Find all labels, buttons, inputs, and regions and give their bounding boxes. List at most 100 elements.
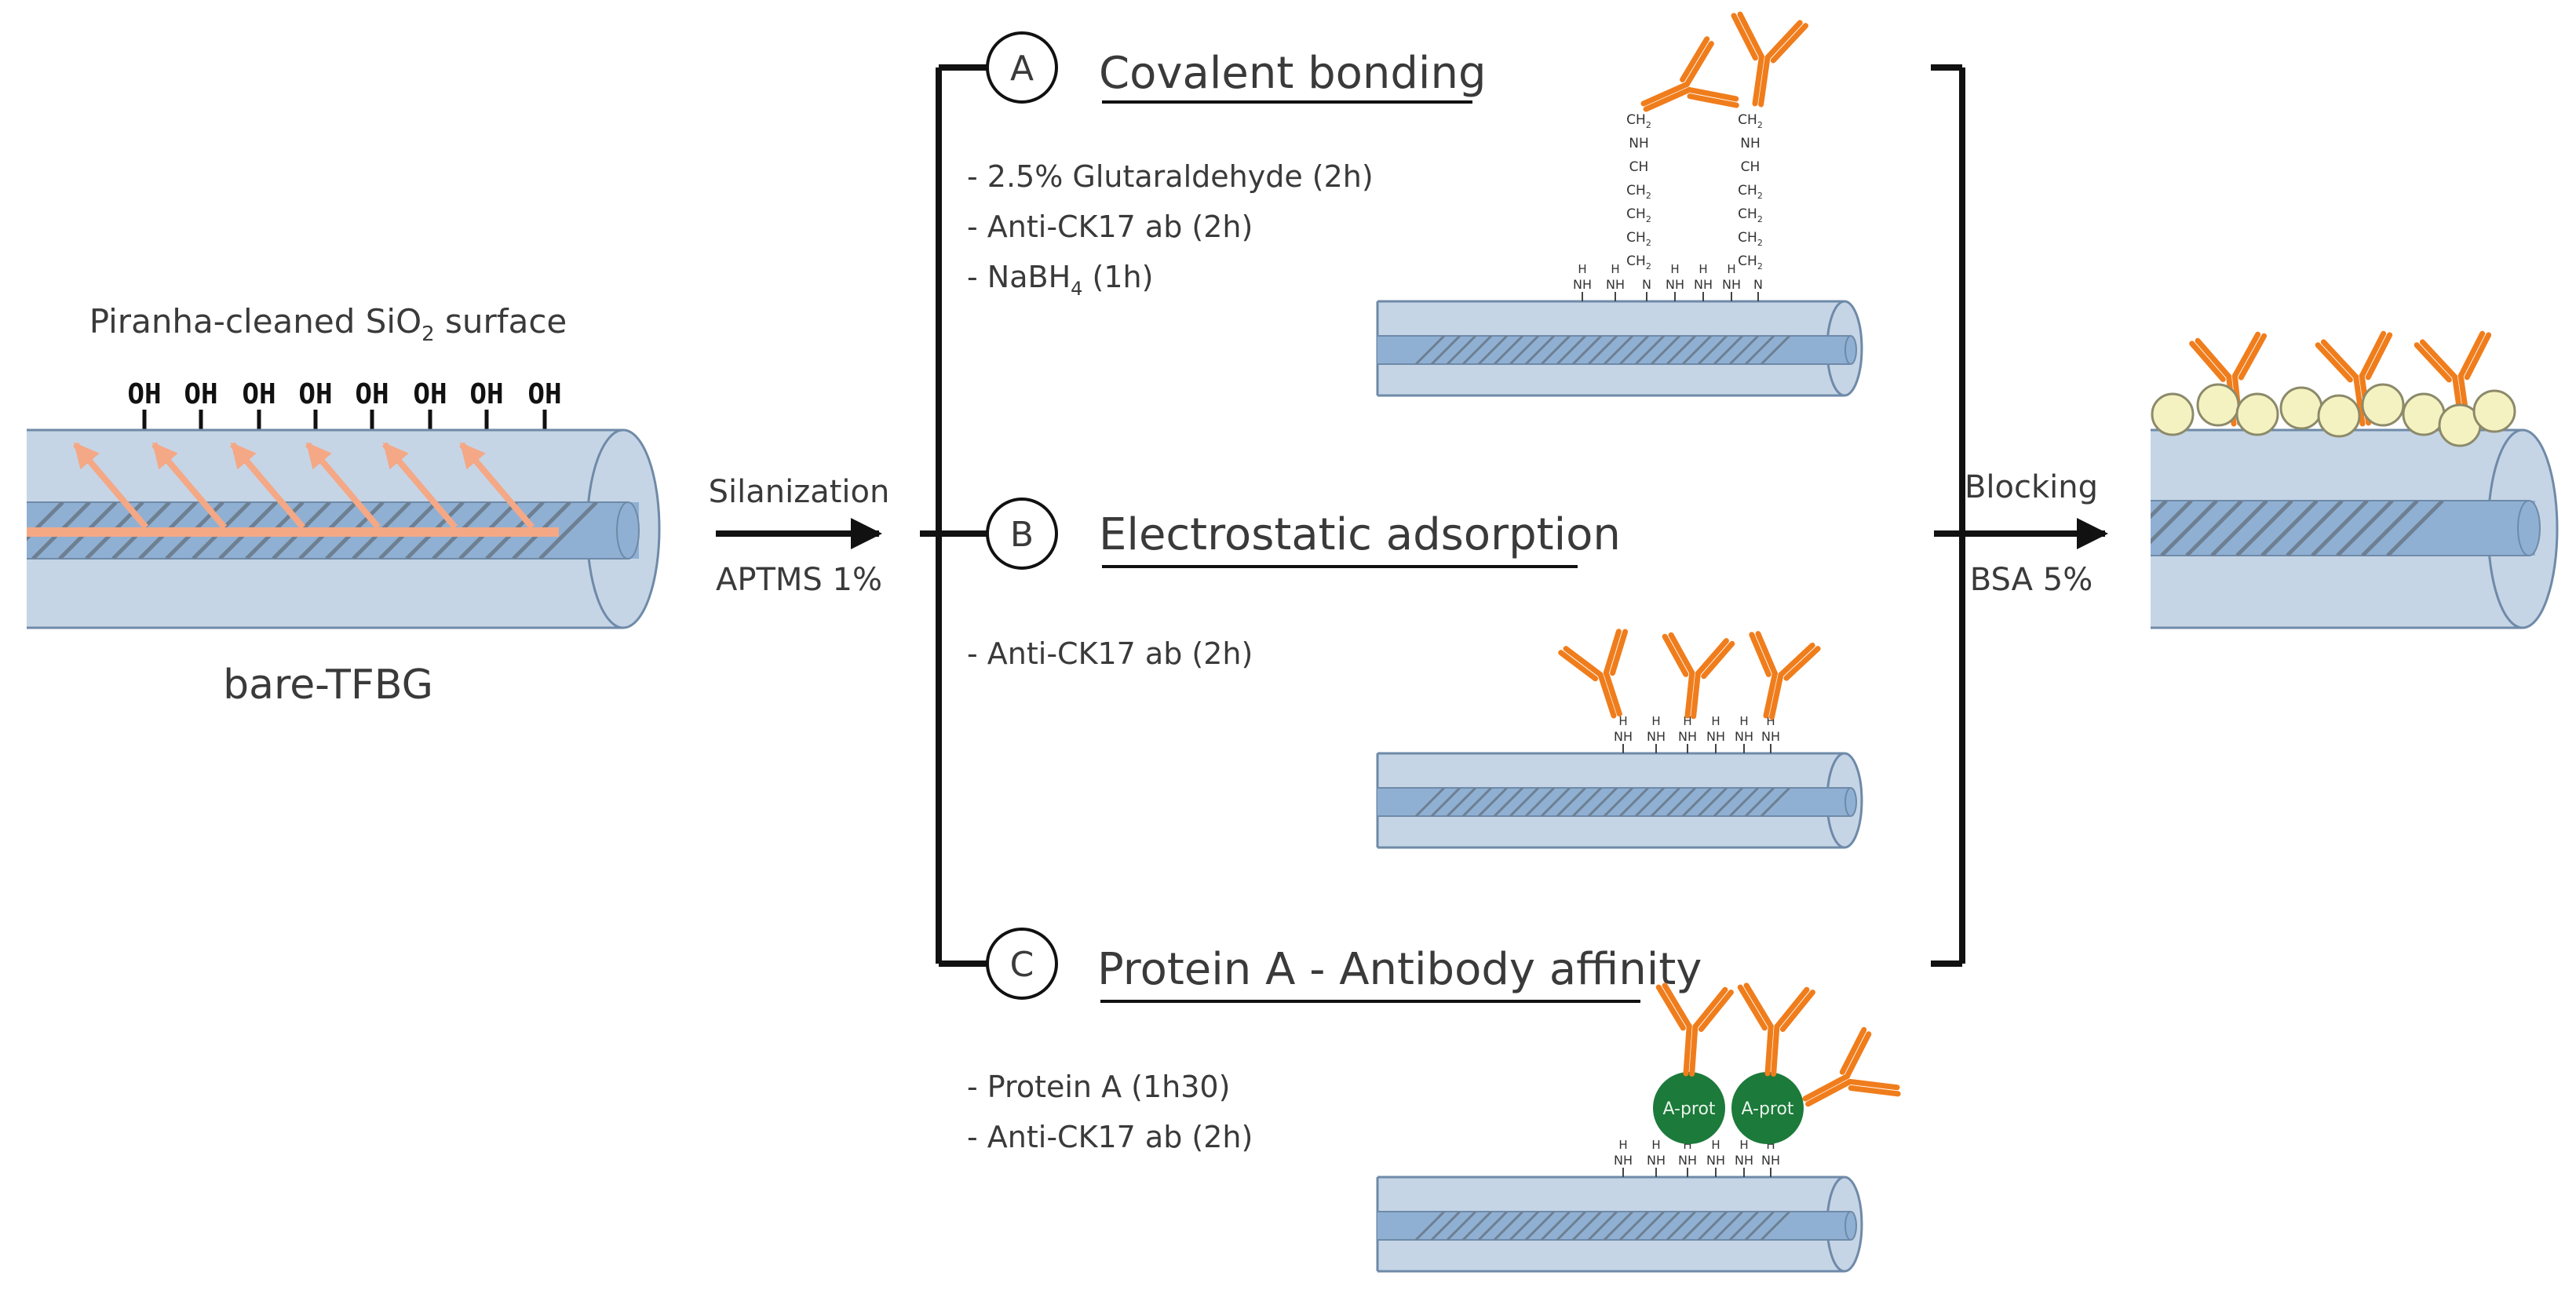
oh-group: OH	[413, 378, 447, 410]
amine-h: H	[1651, 1138, 1660, 1152]
antibody-stem	[1640, 81, 1690, 107]
oh-group: OH	[184, 378, 217, 410]
small-grating	[1414, 1212, 1791, 1240]
antibody	[1731, 11, 1808, 108]
oh-group: OH	[298, 378, 332, 410]
amine-label: N	[1753, 277, 1763, 292]
antibody-arm	[2315, 342, 2353, 383]
method-c-step-1: - Protein A (1h30)	[967, 1070, 1230, 1104]
grating-line	[1524, 1212, 1556, 1240]
chain-unit: CH2	[1626, 253, 1651, 272]
antibody	[1749, 631, 1821, 720]
antibody-arm	[1701, 640, 1735, 680]
method-b-fiber	[1376, 752, 1863, 849]
amine-label: NH	[1678, 1153, 1697, 1168]
grating-line	[1493, 788, 1524, 816]
chain-unit: CH	[1629, 159, 1649, 175]
bsa-sphere	[2235, 392, 2279, 436]
amine-h: H	[1683, 1138, 1691, 1152]
grating-line	[2336, 501, 2394, 556]
amine-label: NH	[1647, 1153, 1666, 1168]
grating-line	[2311, 501, 2369, 556]
amine-label: NH	[1706, 729, 1725, 744]
grating-line	[1571, 1212, 1603, 1240]
antibody-arm	[1731, 13, 1758, 61]
antibody-arm	[1774, 986, 1810, 1030]
amine-label: N	[1642, 277, 1651, 292]
grating-line	[1430, 336, 1461, 364]
bsa-sphere	[2317, 394, 2361, 438]
amine-h: H	[1739, 714, 1748, 728]
antibody-arm	[1684, 41, 1714, 87]
grating-line	[1430, 788, 1461, 816]
antibody-stem	[1771, 1023, 1780, 1077]
aptms-label: APTMS 1%	[716, 562, 882, 598]
grating-line	[1744, 1212, 1775, 1240]
grating-line	[1760, 788, 1791, 816]
antibody-arm	[1563, 646, 1604, 678]
grating-line	[1697, 788, 1728, 816]
chain-unit: CH2	[1738, 112, 1763, 130]
bsa-sphere	[2402, 392, 2446, 436]
grating-line	[1760, 336, 1791, 364]
grating-line	[1540, 336, 1571, 364]
final-fiber	[2151, 330, 2559, 629]
method-a-letter: A	[1010, 49, 1034, 89]
grating-line	[1556, 788, 1587, 816]
method-a: A Covalent bonding - 2.5% Glutaraldehyde…	[967, 11, 1863, 397]
method-a-step-1: - 2.5% Glutaraldehyde (2h)	[967, 159, 1374, 194]
amine-h: H	[1727, 262, 1735, 276]
small-grating	[1414, 336, 1791, 364]
antibody-arm	[1610, 629, 1629, 676]
antibody-arm	[1737, 984, 1768, 1031]
antibody-arm	[2195, 337, 2232, 380]
grating-line	[1509, 1212, 1540, 1240]
method-b: B Electrostatic adsorption - Anti-CK17 a…	[967, 498, 1863, 849]
antibody	[1662, 632, 1735, 720]
method-b-badge	[986, 498, 1058, 570]
amine-h: H	[1683, 714, 1691, 728]
amine-h: H	[1711, 714, 1720, 728]
antibody-stem	[1758, 54, 1771, 108]
antibody-arm	[1662, 982, 1692, 1030]
chain-unit: CH2	[1626, 112, 1651, 130]
grating-line	[1681, 336, 1713, 364]
grating-line	[1634, 788, 1666, 816]
antibody	[1655, 982, 1734, 1077]
grating-line	[1524, 336, 1556, 364]
antibody-arm	[2320, 339, 2359, 380]
amine-label: NH	[1666, 277, 1684, 292]
grating-line	[1681, 788, 1713, 816]
grating-line	[1603, 788, 1634, 816]
method-a-step-2: - Anti-CK17 ab (2h)	[967, 210, 1253, 244]
antibody-arm	[2457, 330, 2486, 379]
antibody-arm	[1686, 86, 1739, 102]
chain-unit: CH2	[1738, 253, 1763, 272]
antibody-stem	[1763, 670, 1778, 719]
grating-line	[1650, 788, 1681, 816]
antibody-arm	[1692, 986, 1728, 1030]
right-bracket	[1931, 64, 1965, 967]
light-arrow	[305, 442, 381, 530]
grating-line	[1493, 1212, 1524, 1240]
amine-h: H	[1618, 1138, 1627, 1152]
grating-line	[1540, 1212, 1571, 1240]
grating-line	[538, 502, 598, 559]
grating-line	[2361, 501, 2419, 556]
amine-h: H	[1766, 1138, 1775, 1152]
grating-line	[1414, 788, 1446, 816]
grating-line	[2185, 501, 2243, 556]
grating-line	[1587, 336, 1618, 364]
grating-line	[1556, 336, 1587, 364]
protein-a	[1653, 1072, 1725, 1144]
amine-h: H	[1670, 262, 1679, 276]
grating-line	[2151, 501, 2168, 519]
antibody-arm	[1770, 23, 1808, 64]
antibody	[1737, 982, 1815, 1077]
amine-h: H	[1578, 262, 1586, 276]
core-end	[1844, 1211, 1857, 1241]
oh-group: OH	[242, 378, 275, 410]
amine-h: H	[1739, 1138, 1748, 1152]
